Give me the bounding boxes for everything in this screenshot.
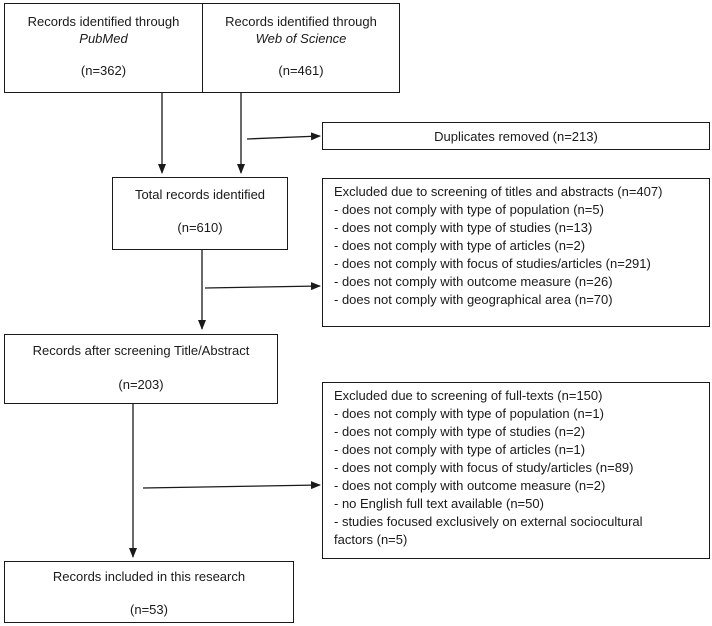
excluded-titles-item: - does not comply with type of articles … [334,238,586,253]
wos-line1: Records identified through [225,14,377,29]
wos-count: (n=461) [278,63,324,78]
box-pubmed: Records identified through PubMed (n=362… [4,3,203,93]
excluded-titles-heading: Excluded due to screening of titles and … [334,184,663,199]
arrow-to-excluded-fulltext [142,481,321,490]
excluded-titles-item: - does not comply with focus of studies/… [334,256,651,271]
excluded-fulltext-heading: Excluded due to screening of full-texts … [334,388,603,403]
pubmed-line2: PubMed [79,31,128,46]
arrow-to-duplicates [246,132,321,141]
box-excluded-titles-abstracts: Excluded due to screening of titles and … [322,178,710,327]
excluded-titles-item: - does not comply with type of populatio… [334,202,604,217]
duplicates-text: Duplicates removed (n=213) [434,129,598,144]
excluded-fulltext-item: - does not comply with focus of study/ar… [334,460,634,475]
total-count: (n=610) [177,220,223,235]
box-excluded-full-texts: Excluded due to screening of full-texts … [322,382,710,559]
excluded-fulltext-item: - studies focused exclusively on externa… [334,514,643,529]
box-web-of-science: Records identified through Web of Scienc… [202,3,400,93]
excluded-titles-item: - does not comply with outcome measure (… [334,274,613,289]
excluded-fulltext-item: - does not comply with type of populatio… [334,406,604,421]
pubmed-count: (n=362) [80,63,127,78]
box-duplicates: Duplicates removed (n=213) [322,122,710,150]
excluded-titles-item: - does not comply with type of studies (… [334,220,593,235]
excluded-fulltext-item: - no English full text available (n=50) [334,496,544,511]
box-after-screening: Records after screening Title/Abstract (… [4,334,278,404]
arrow-to-excluded-titles [204,282,321,291]
excluded-fulltext-item: factors (n=5) [334,532,408,547]
box-records-included: Records included in this research (n=53) [4,561,294,623]
included-label: Records included in this research [52,569,246,584]
excluded-titles-item: - does not comply with geographical area… [334,292,613,307]
excluded-fulltext-item: - does not comply with type of articles … [334,442,586,457]
total-label: Total records identified [134,187,266,202]
pubmed-line1: Records identified through [27,14,180,29]
after-screening-label: Records after screening Title/Abstract [32,343,250,358]
box-total-records: Total records identified (n=610) [112,177,288,250]
included-count: (n=53) [130,602,168,617]
wos-line2: Web of Science [255,31,347,46]
excluded-fulltext-item: - does not comply with type of studies (… [334,424,586,439]
excluded-fulltext-item: - does not comply with outcome measure (… [334,478,606,493]
after-screening-count: (n=203) [118,377,164,392]
